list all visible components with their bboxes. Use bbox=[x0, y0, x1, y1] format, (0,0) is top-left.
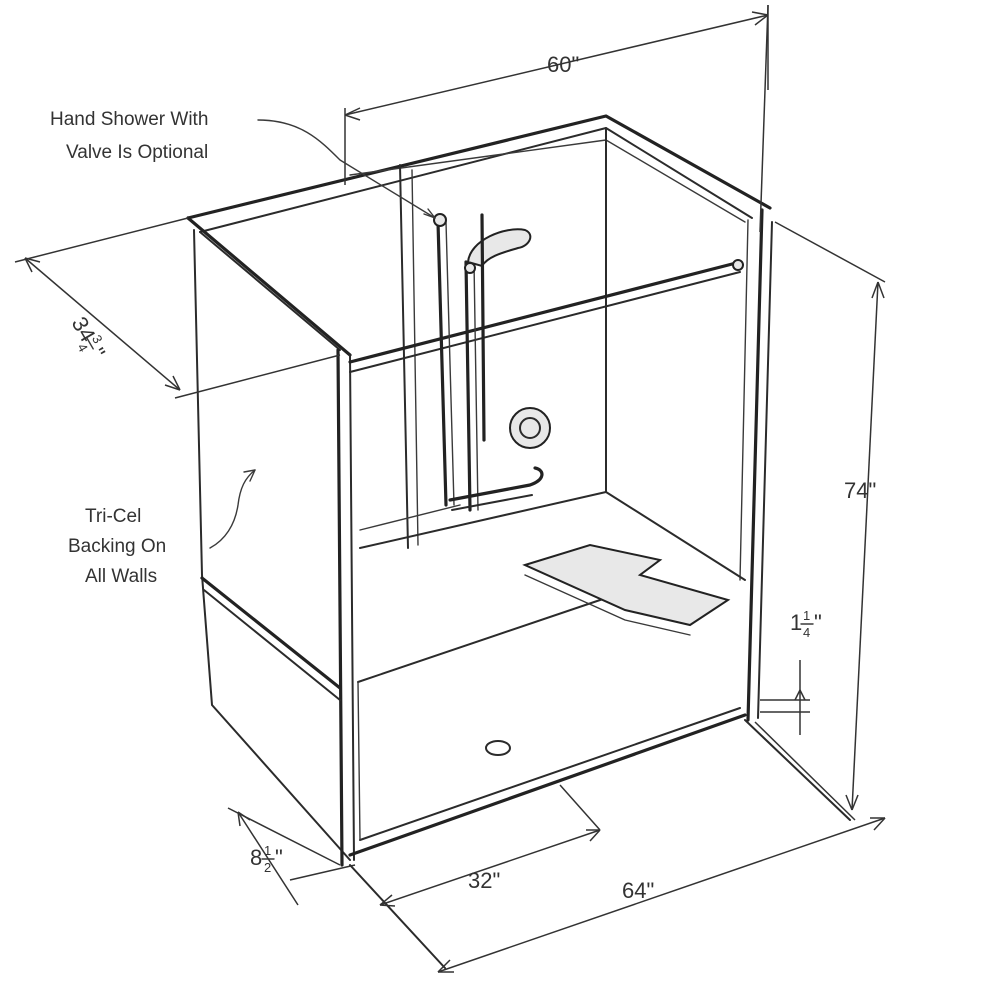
dim-line-width-bottom bbox=[437, 817, 886, 973]
dim-line-height bbox=[851, 281, 879, 811]
dimension-lines bbox=[14, 4, 886, 973]
svg-text:4: 4 bbox=[803, 625, 810, 640]
wall-pipe bbox=[480, 213, 486, 442]
base-right-edge bbox=[744, 719, 851, 821]
dim-line-width-top bbox=[344, 14, 769, 116]
tricell-label-line1: Tri-Cel bbox=[85, 506, 141, 527]
shower-head bbox=[466, 228, 532, 268]
left-front-flange bbox=[336, 348, 344, 867]
text-labels: Hand Shower With Valve Is Optional Tri-C… bbox=[50, 52, 876, 903]
left-wall-outer-edge bbox=[193, 229, 351, 861]
horizontal-grab-bar bbox=[448, 466, 544, 502]
left-wall-top-edge bbox=[186, 216, 352, 357]
dim-width-bottom-text: 64" bbox=[622, 878, 654, 903]
floor-front-lip bbox=[348, 713, 747, 857]
floor-threshold-back bbox=[357, 597, 607, 683]
top-rim bbox=[186, 114, 772, 220]
shower-seat bbox=[522, 543, 731, 627]
valve-handle bbox=[509, 407, 551, 449]
base-front-edge bbox=[349, 864, 446, 969]
hand-shower-label-line1: Hand Shower With bbox=[50, 109, 208, 130]
svg-text:": " bbox=[275, 845, 283, 870]
drain bbox=[485, 740, 511, 756]
dim-line-opening bbox=[379, 829, 601, 906]
tricell-leader bbox=[209, 469, 256, 549]
dim-height-text: 74" bbox=[844, 478, 876, 503]
dim-width-top-text: 60" bbox=[547, 52, 579, 77]
slide-bar bbox=[464, 260, 472, 512]
fixtures bbox=[348, 213, 744, 636]
right-front-flange bbox=[746, 208, 764, 722]
hand-shower-label-line2: Valve Is Optional bbox=[66, 142, 208, 163]
callouts bbox=[209, 119, 436, 549]
left-wall-seam bbox=[200, 576, 342, 690]
svg-text:1: 1 bbox=[790, 610, 802, 635]
hand-shower-leader bbox=[257, 119, 436, 219]
dim-line-depth bbox=[24, 257, 181, 391]
svg-text:2: 2 bbox=[264, 860, 271, 875]
svg-text:8: 8 bbox=[250, 845, 262, 870]
curtain-rod bbox=[348, 260, 742, 364]
back-wall-left-corner bbox=[399, 164, 409, 549]
svg-text:1: 1 bbox=[264, 843, 271, 858]
svg-text:1: 1 bbox=[803, 608, 810, 623]
vertical-grab-bar bbox=[436, 220, 448, 507]
dim-threshold-text: 1 1 4 " bbox=[790, 608, 822, 640]
dim-opening-text: 32" bbox=[468, 868, 500, 893]
svg-text:4: 4 bbox=[74, 341, 91, 355]
dim-depth-text: 34 3 4 " bbox=[67, 312, 111, 362]
floor-back-edge bbox=[359, 491, 746, 581]
shower-unit bbox=[186, 114, 851, 969]
tricell-label-line2: Backing On bbox=[68, 536, 166, 557]
tricell-label-line3: All Walls bbox=[85, 566, 157, 587]
dim-curb-text: 8 1 2 " bbox=[250, 843, 283, 875]
svg-text:": " bbox=[814, 610, 822, 635]
